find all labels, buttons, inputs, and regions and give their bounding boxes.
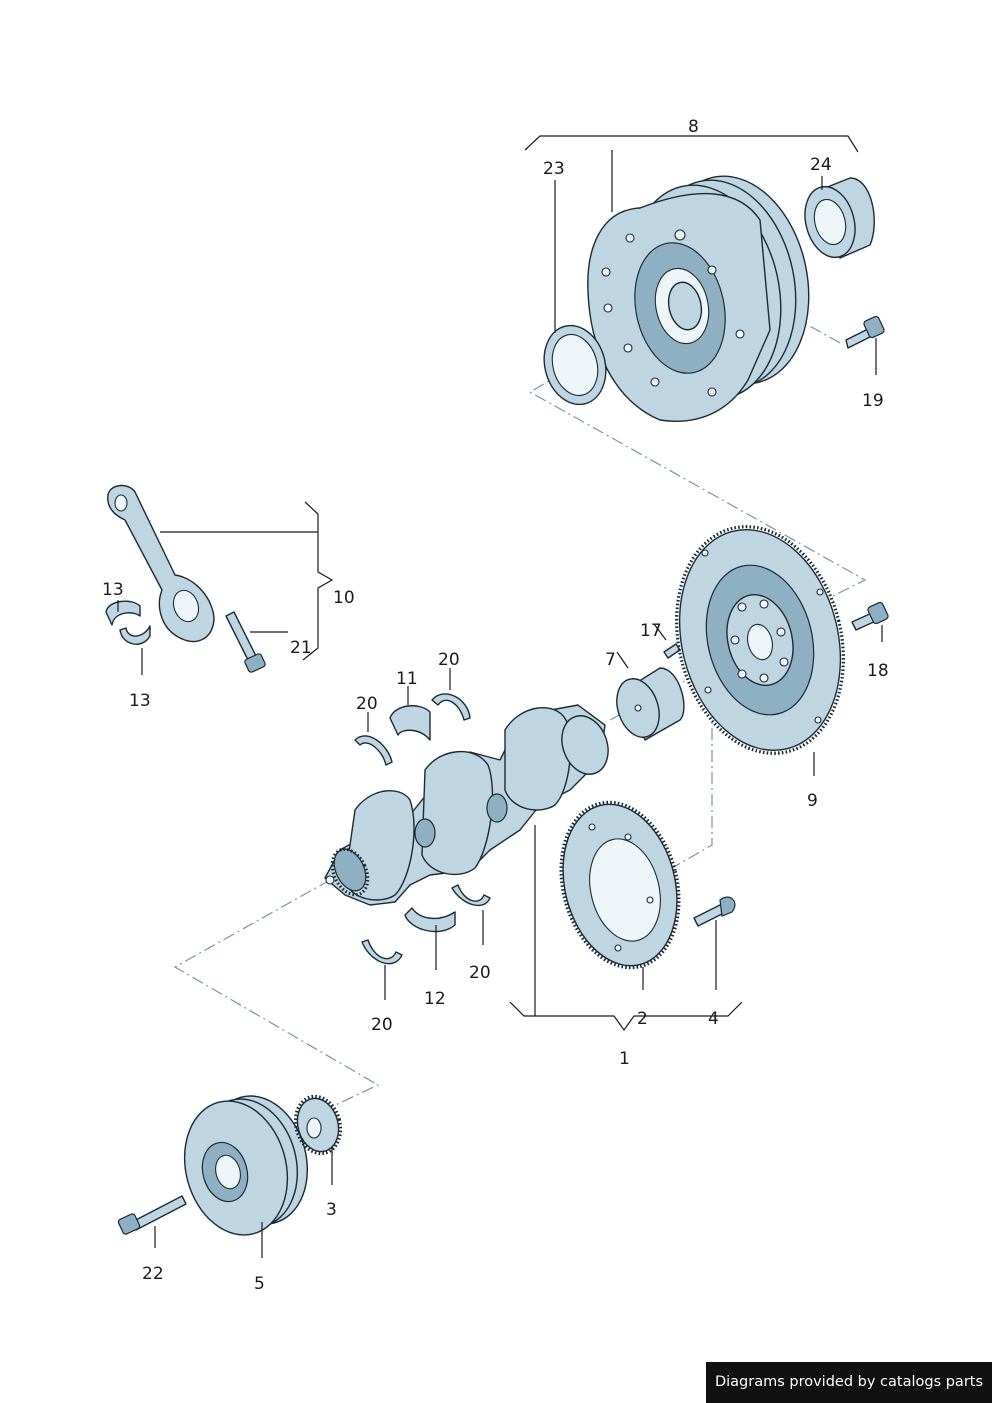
leader-lines [117, 135, 883, 1258]
vibration-damper-pulley[interactable] [170, 1085, 321, 1247]
label-10: 10 [333, 588, 355, 608]
label-13-lower: 13 [129, 691, 151, 711]
label-20-bottom-left: 20 [371, 1015, 393, 1035]
label-24: 24 [810, 155, 832, 175]
thrust-washer-c[interactable] [451, 884, 491, 907]
label-20-top-left: 20 [356, 694, 378, 714]
callout-labels: 8 23 24 19 10 21 13 13 11 20 20 20 20 12… [102, 117, 889, 1294]
label-20-bottom-right: 20 [469, 963, 491, 983]
label-23: 23 [543, 159, 565, 179]
label-19: 19 [862, 391, 884, 411]
label-3: 3 [326, 1200, 337, 1220]
conrod-bearing-shell-lower[interactable] [119, 625, 151, 645]
label-12: 12 [424, 989, 446, 1009]
label-5: 5 [254, 1274, 265, 1294]
crankshaft[interactable] [324, 704, 616, 906]
label-11: 11 [396, 669, 418, 689]
guide-bushing[interactable] [610, 667, 685, 743]
main-bearing-shell-lower[interactable] [404, 907, 456, 933]
flywheel-bolt-18[interactable] [851, 601, 889, 631]
flywheel-bolt[interactable] [845, 315, 885, 349]
label-9: 9 [807, 791, 818, 811]
needle-bearing[interactable] [798, 177, 875, 263]
flywheel-ring-gear[interactable] [654, 509, 867, 771]
label-4: 4 [708, 1009, 719, 1029]
label-17: 17 [640, 621, 662, 641]
label-7: 7 [605, 650, 616, 670]
dual-mass-flywheel[interactable] [587, 162, 827, 422]
label-8: 8 [688, 117, 699, 137]
trigger-wheel-screw[interactable] [693, 896, 736, 927]
main-bearing-shell-upper[interactable] [389, 705, 431, 741]
label-18: 18 [867, 661, 889, 681]
thrust-washer-a[interactable] [354, 735, 393, 766]
label-22: 22 [142, 1264, 164, 1284]
label-2: 2 [637, 1009, 648, 1029]
conrod-bolt[interactable] [225, 611, 266, 673]
damper-bolt[interactable] [117, 1195, 187, 1235]
connecting-rod[interactable] [107, 484, 215, 643]
conrod-bearing-shell-upper[interactable] [105, 600, 141, 626]
seal-ring[interactable] [536, 319, 615, 412]
credit-banner: Diagrams provided by catalogs parts [706, 1362, 992, 1403]
label-13-upper: 13 [102, 580, 124, 600]
label-20-top-right: 20 [438, 650, 460, 670]
crankshaft-sprocket[interactable] [289, 1091, 347, 1158]
thrust-washer-d[interactable] [361, 939, 403, 965]
thrust-washer-b[interactable] [431, 693, 471, 721]
trigger-wheel[interactable] [544, 790, 695, 981]
label-21: 21 [290, 638, 312, 658]
label-1: 1 [619, 1049, 630, 1069]
